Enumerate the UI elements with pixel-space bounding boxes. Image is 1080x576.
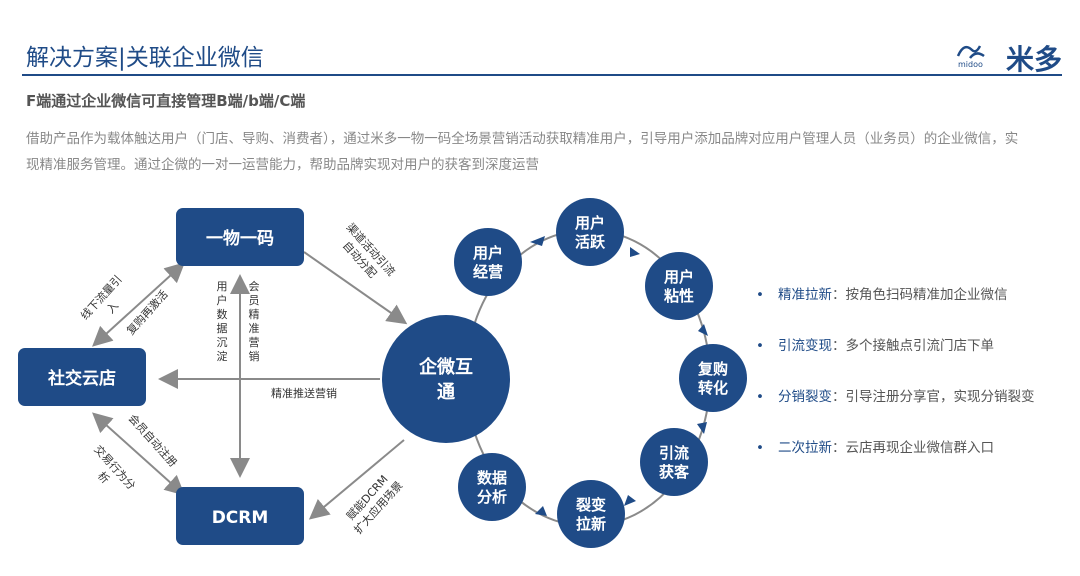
svg-text:引流: 引流 xyxy=(659,444,689,462)
bullet-dot-icon: • xyxy=(756,287,764,303)
label-member-register: 会员自动注册 xyxy=(126,411,181,469)
svg-text:转化: 转化 xyxy=(698,379,728,397)
description: 借助产品作为载体触达用户（门店、导购、消费者），通过米多一物一码全场景营销活动获… xyxy=(26,131,1019,173)
cycle-fission: 裂变 拉新 xyxy=(557,480,625,548)
benefit-item: •精准拉新：按角色扫码精准加企业微信 xyxy=(756,287,1008,303)
svg-text:会: 会 xyxy=(249,280,260,293)
brand-logo: midoo 米多 xyxy=(952,38,1062,76)
center-label-line1: 企微互 xyxy=(418,356,473,378)
bullet-dot-icon: • xyxy=(756,389,764,405)
benefit-item: •引流变现：多个接触点引流门店下单 xyxy=(756,338,994,354)
cycle-circles: 用户 经营 用户 活跃 用户 粘性 复购 转化 引流 获客 裂变 拉新 xyxy=(454,198,747,548)
svg-text:经营: 经营 xyxy=(473,263,503,281)
benefit-item: •分销裂变：引导注册分享官，实现分销裂变 xyxy=(756,389,1035,405)
node-yiwuyima: 一物一码 xyxy=(176,208,304,266)
node-dcrm-label: DCRM xyxy=(212,508,269,528)
cycle-arrow-5 xyxy=(624,495,636,506)
subtitle: F端通过企业微信可直接管理B端/b端/C端 xyxy=(26,92,306,110)
label-offline-traffic-2: 入 xyxy=(104,299,121,316)
cycle-user-stickiness: 用户 粘性 xyxy=(645,252,713,320)
cycle-traffic: 引流 获客 xyxy=(640,428,708,496)
svg-text:准: 准 xyxy=(249,322,260,335)
svg-text:淀: 淀 xyxy=(217,349,228,363)
cycle-arrow-2 xyxy=(630,247,640,257)
logo-subtext: midoo xyxy=(958,60,983,69)
cycle-arrow-1 xyxy=(530,236,545,246)
logo-mark-icon xyxy=(956,45,985,59)
label-offline-traffic-1: 线下流量引 xyxy=(77,272,124,322)
svg-text:精: 精 xyxy=(249,308,260,321)
bullet-dot-icon: • xyxy=(756,440,764,456)
svg-text:员: 员 xyxy=(249,294,260,307)
cycle-repurchase: 复购 转化 xyxy=(679,344,747,412)
label-transaction-1: 交易行为分 xyxy=(91,442,138,492)
node-social-store: 社交云店 xyxy=(18,348,146,406)
svg-text:用: 用 xyxy=(217,280,228,293)
svg-text:裂变: 裂变 xyxy=(575,496,606,514)
svg-text:销: 销 xyxy=(249,349,260,363)
center-label-line2: 通 xyxy=(437,382,455,403)
cycle-user-operation: 用户 经营 xyxy=(454,228,522,296)
svg-text:分析: 分析 xyxy=(477,488,507,506)
svg-text:用户: 用户 xyxy=(473,244,503,262)
svg-text:拉新: 拉新 xyxy=(576,515,606,533)
node-social-store-label: 社交云店 xyxy=(47,368,116,389)
svg-text:粘性: 粘性 xyxy=(664,287,694,305)
bullet-dot-icon: • xyxy=(756,338,764,354)
cycle-arrow-3 xyxy=(698,324,708,336)
cycle-user-active: 用户 活跃 xyxy=(556,198,624,266)
svg-text:复购: 复购 xyxy=(697,360,728,378)
title-divider xyxy=(22,74,1062,76)
svg-text:用户: 用户 xyxy=(664,268,694,286)
svg-text:数据: 数据 xyxy=(477,469,507,487)
node-center: 企微互 通 xyxy=(382,315,510,443)
cycle-data-analysis: 数据 分析 xyxy=(458,453,526,521)
svg-text:用户: 用户 xyxy=(575,214,605,232)
benefit-item: •二次拉新：云店再现企业微信群入口 xyxy=(756,440,994,456)
cycle-arrow-6 xyxy=(535,506,547,516)
svg-text:户: 户 xyxy=(217,293,228,307)
svg-text:沉: 沉 xyxy=(217,336,228,349)
cycle-arrow-4 xyxy=(697,422,707,434)
node-yiwuyima-label: 一物一码 xyxy=(206,228,274,249)
label-user-data-vertical: 用 户 数 据 沉 淀 xyxy=(217,280,228,363)
svg-text:据: 据 xyxy=(217,321,228,335)
label-member-marketing-vertical: 会 员 精 准 营 销 xyxy=(249,280,260,363)
label-precise-push: 精准推送营销 xyxy=(271,386,337,400)
svg-text:数: 数 xyxy=(217,308,228,321)
page-title: 解决方案|关联企业微信 xyxy=(26,45,264,71)
svg-text:获客: 获客 xyxy=(659,463,690,481)
svg-text:活跃: 活跃 xyxy=(575,233,606,251)
svg-text:营: 营 xyxy=(249,335,260,349)
node-dcrm: DCRM xyxy=(176,487,304,545)
logo-text: 米多 xyxy=(1005,43,1062,76)
cycle-arrows xyxy=(530,236,708,516)
